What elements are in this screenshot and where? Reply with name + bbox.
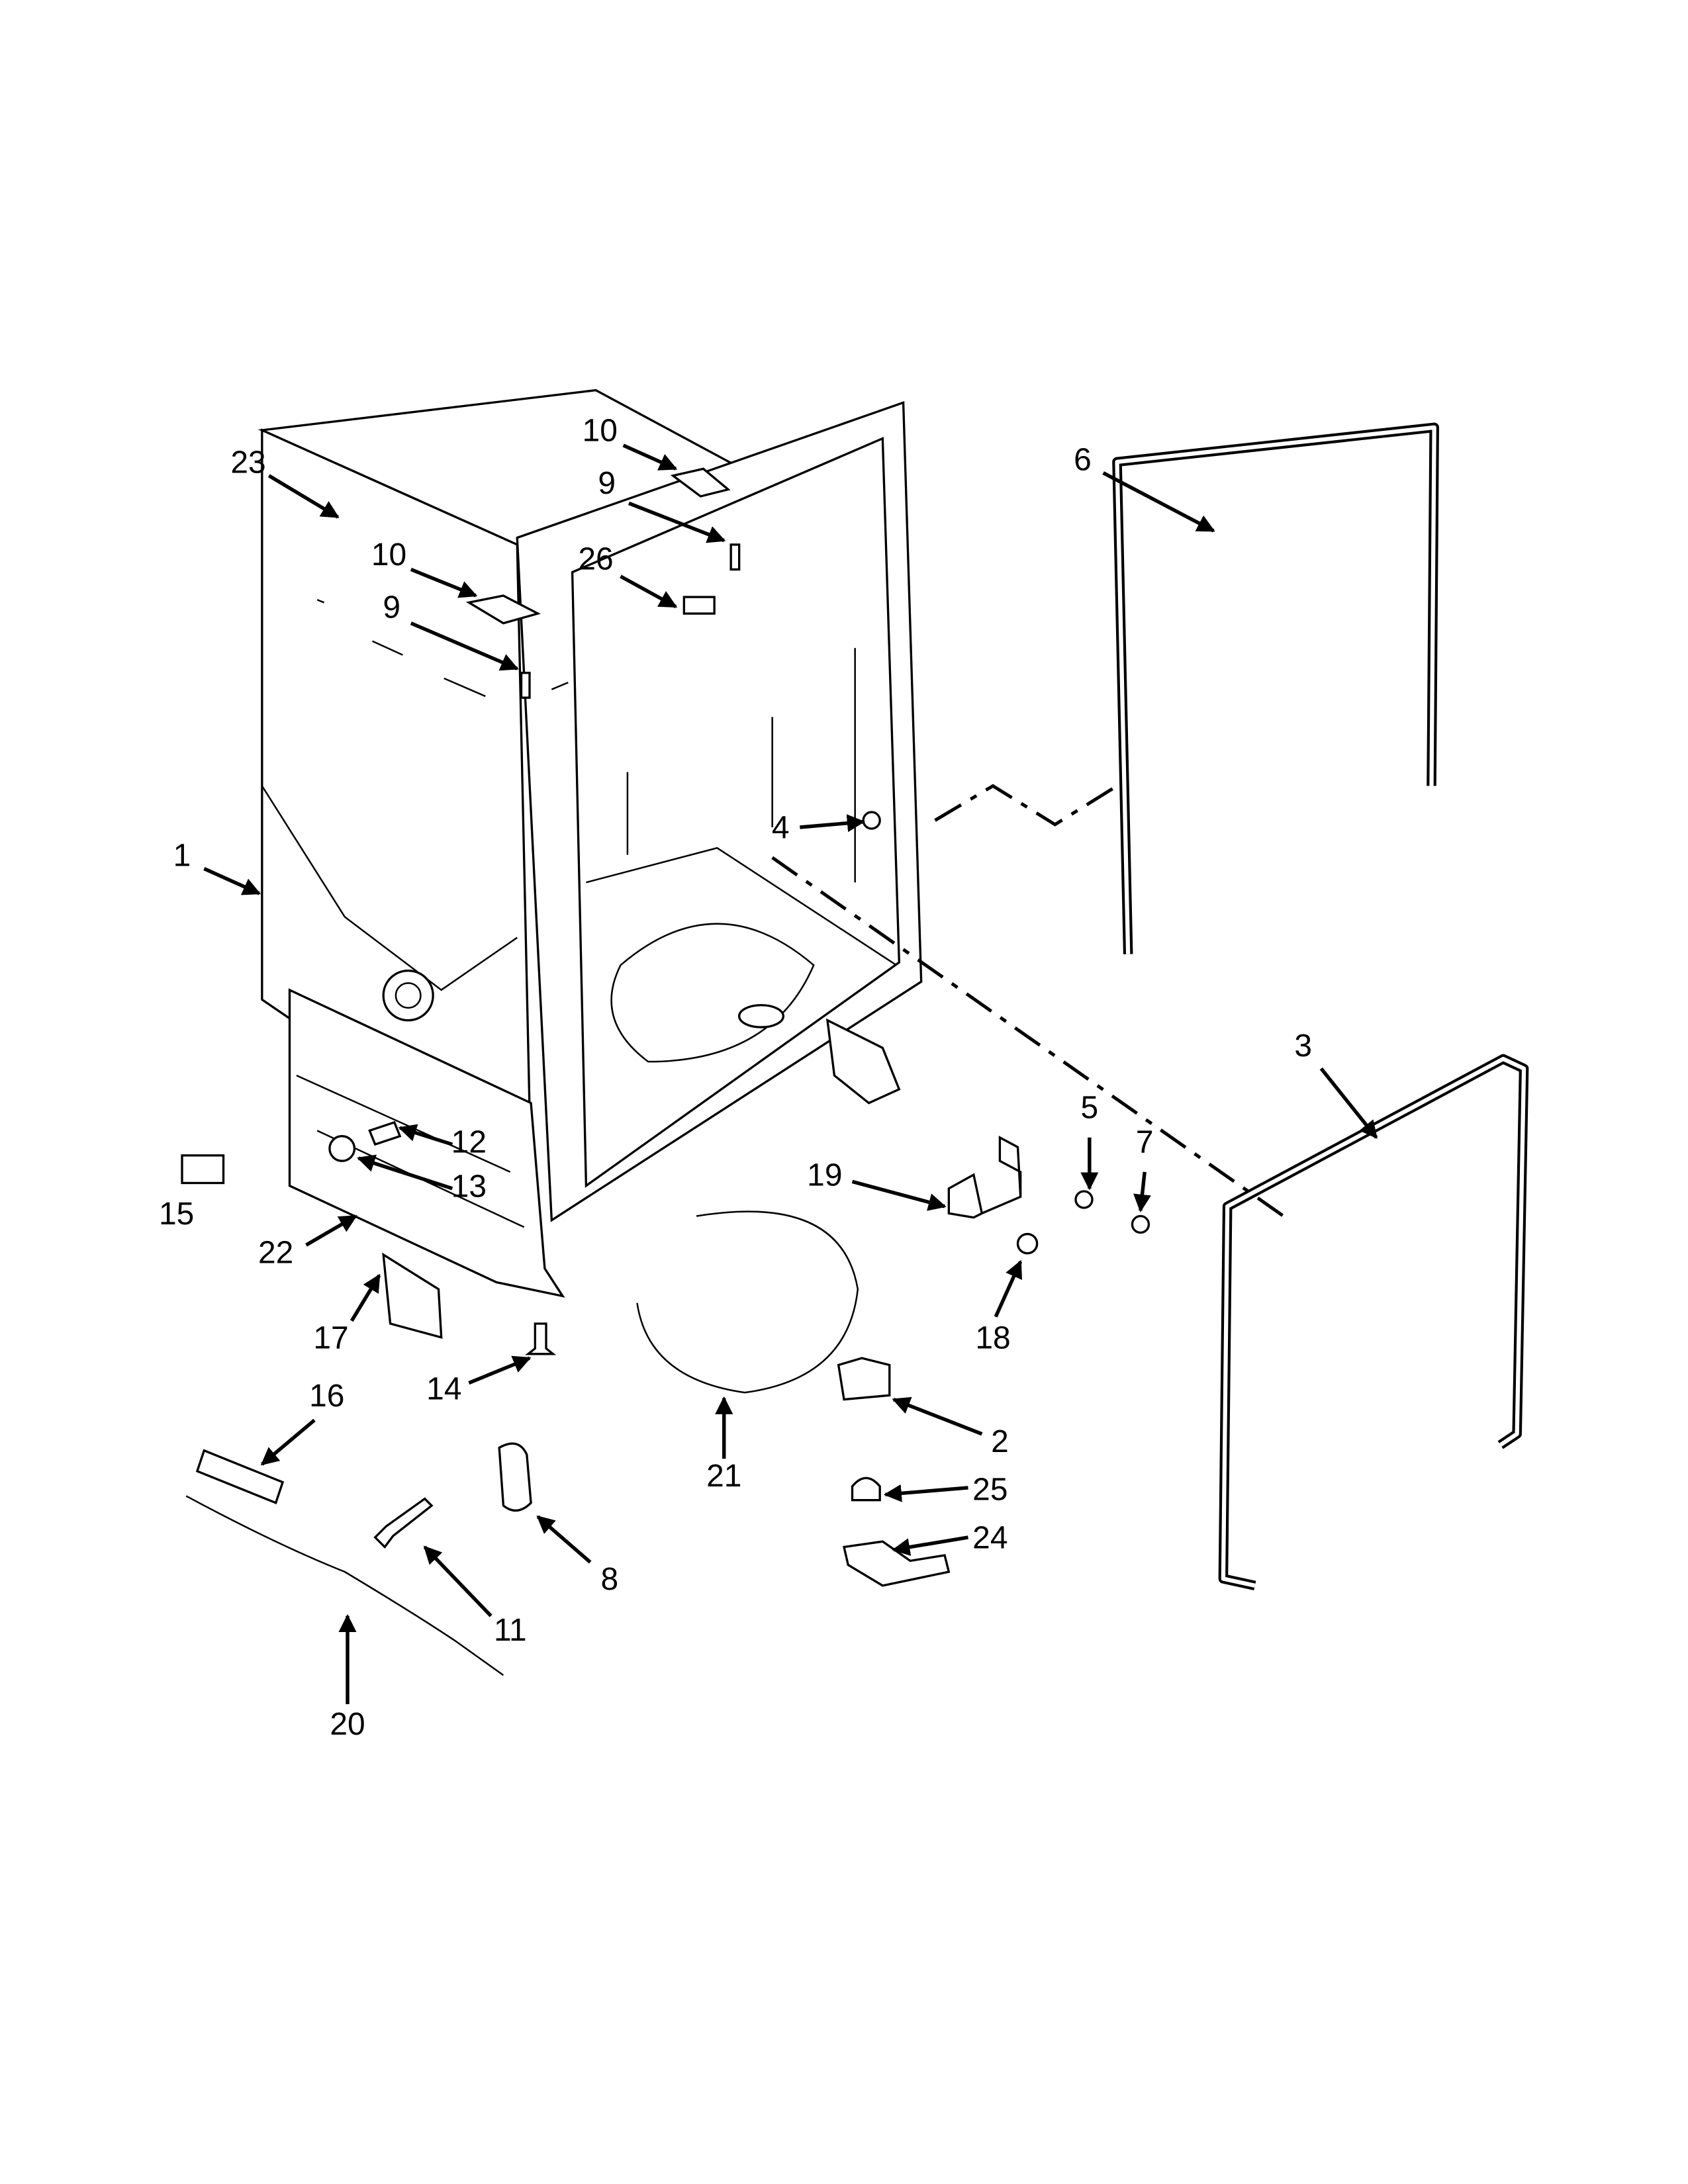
arrow-3 [1319, 1067, 1378, 1139]
tub-rear-leg [825, 1018, 901, 1105]
arrow-16 [260, 1418, 316, 1466]
arrow-4 [800, 814, 865, 833]
tub-front-opening [571, 437, 901, 1188]
tub-base-frame [288, 988, 565, 1298]
callout-5: 5 [1081, 1091, 1099, 1126]
arrow-10b [410, 567, 478, 598]
callout-2: 2 [991, 1424, 1009, 1459]
screw-11 [373, 1497, 434, 1549]
callout-1: 1 [173, 838, 191, 873]
arrow-17 [350, 1273, 381, 1322]
screw-18 [1016, 1232, 1039, 1255]
arrow-26 [620, 574, 678, 609]
callout-20: 20 [330, 1707, 365, 1742]
callout-26: 26 [578, 541, 613, 576]
assembly-line-gasket-6 [934, 784, 1118, 827]
screw-9-top [729, 543, 741, 571]
callout-12: 12 [451, 1125, 487, 1160]
callout-7: 7 [1136, 1125, 1154, 1160]
screw-7 [1131, 1214, 1150, 1234]
arrow-2 [892, 1396, 983, 1436]
arrow-7 [1133, 1171, 1151, 1212]
bracket-24 [842, 1540, 951, 1587]
callout-11: 11 [494, 1613, 527, 1648]
callout-14: 14 [426, 1372, 461, 1407]
door-cable-20 [185, 1495, 504, 1676]
callout-15: 15 [159, 1197, 194, 1232]
screw-9-left [520, 672, 531, 699]
roller-8 [498, 1442, 532, 1512]
arrow-13 [357, 1154, 453, 1191]
insulation-17 [382, 1252, 443, 1340]
tub-side-port [382, 970, 434, 1022]
tub-sump [738, 1004, 784, 1028]
arrow-22 [305, 1214, 357, 1247]
callout-19: 19 [807, 1158, 842, 1193]
connector-2 [837, 1357, 891, 1401]
tub-detail-lines [316, 599, 856, 883]
callout-9-top: 9 [598, 466, 616, 501]
callout-6: 6 [1074, 442, 1092, 477]
callout-16: 16 [309, 1379, 344, 1414]
spring-16 [195, 1449, 285, 1505]
wire-harness-21 [636, 1210, 859, 1394]
arrow-9a [628, 501, 726, 543]
clip-26 [682, 596, 716, 615]
leveling-leg-14 [525, 1322, 557, 1355]
arrow-1 [203, 867, 261, 895]
arrow-6 [1102, 471, 1215, 533]
callout-4: 4 [772, 811, 790, 846]
callout-3: 3 [1294, 1028, 1312, 1064]
callout-25: 25 [972, 1473, 1008, 1508]
arrow-19 [851, 1179, 947, 1211]
tub-insulation-edge [261, 785, 518, 991]
callout-9-left: 9 [383, 590, 400, 625]
bracket-19 [947, 1135, 1022, 1219]
arrow-25 [883, 1484, 968, 1502]
callout-10-top: 10 [583, 414, 618, 449]
thermostat-25 [851, 1477, 881, 1502]
callout-13: 13 [451, 1169, 487, 1204]
arrow-18 [994, 1259, 1023, 1318]
arrow-23 [267, 474, 340, 519]
part-15 [181, 1154, 225, 1185]
callout-22: 22 [258, 1235, 293, 1270]
washer-5 [1074, 1190, 1094, 1209]
callout-18: 18 [975, 1320, 1010, 1355]
hinge-bracket-top [670, 467, 731, 498]
arrow-12 [398, 1124, 453, 1146]
arrow-14 [468, 1355, 532, 1385]
dishwasher-tub [258, 388, 923, 1298]
callout-17: 17 [313, 1320, 348, 1355]
arrow-8 [536, 1515, 592, 1564]
arrow-9b [410, 621, 519, 671]
tub-side-port-inner [395, 982, 422, 1009]
arrow-10a [622, 443, 678, 471]
callout-10-left: 10 [371, 537, 406, 572]
arrow-24 [892, 1535, 968, 1557]
assembly-line-gasket-3 [771, 856, 1291, 1222]
callout-8: 8 [601, 1562, 619, 1597]
bumper-4 [862, 811, 881, 830]
callout-24: 24 [972, 1521, 1008, 1556]
hinge-bracket-left [465, 594, 541, 625]
tub-gasket-3 [1218, 1054, 1529, 1590]
arrow-11 [423, 1545, 492, 1617]
grommet-13 [328, 1135, 356, 1162]
callout-23: 23 [230, 445, 265, 480]
callout-21: 21 [706, 1459, 741, 1494]
door-gasket-6 [1112, 422, 1439, 954]
